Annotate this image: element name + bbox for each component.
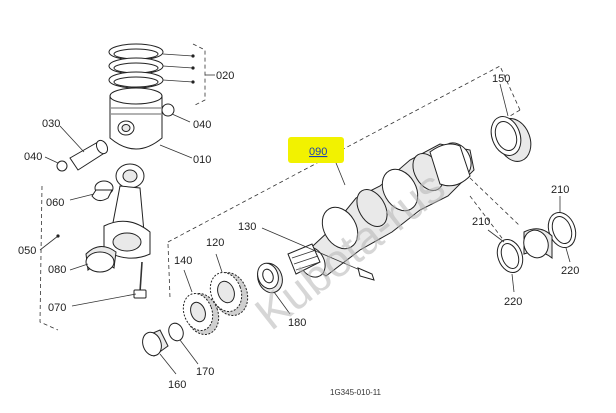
label-070: 070: [48, 302, 66, 314]
conrod-bolt: [133, 261, 147, 299]
crankshaft-box-left: [167, 243, 171, 299]
thrust-washer-set-left: [496, 239, 524, 273]
piston-pin: [69, 139, 109, 171]
label-030: 030: [42, 118, 60, 130]
label-210-right: 210: [551, 184, 569, 196]
drawing-code: 1G345-010-11: [330, 388, 382, 397]
label-130: 130: [238, 221, 256, 233]
o-ring-170: [168, 322, 184, 342]
label-060: 060: [46, 197, 64, 209]
circlip-right: [161, 103, 175, 117]
watermark-text: Kubota-rus: [245, 160, 454, 340]
label-010: 010: [193, 154, 211, 166]
label-080: 080: [48, 264, 66, 276]
label-220-right: 220: [561, 265, 579, 277]
connecting-rod-group: 060 050 080 070: [18, 163, 151, 331]
part-180-collar: [257, 262, 283, 294]
crankshaft-key: [261, 227, 375, 281]
connecting-rod: [103, 163, 151, 259]
label-020: 020: [216, 70, 234, 82]
circlip-left: [56, 160, 68, 172]
label-180: 180: [288, 317, 306, 329]
piston: [109, 87, 163, 150]
conrod-bracket: [39, 185, 59, 331]
piston-group: 020 010 040 030 040: [24, 43, 234, 172]
label-120: 120: [206, 237, 224, 249]
crank-gear-140: [182, 293, 220, 335]
crank-gear-120: [209, 272, 249, 316]
label-210-left: 210: [472, 216, 490, 228]
crankshaft-box-top: [167, 65, 521, 243]
rings-bracket: [192, 43, 206, 107]
label-090[interactable]: 090: [309, 146, 327, 158]
collar-160: [142, 329, 169, 357]
thrust-washer-set-right: [523, 212, 577, 260]
small-end-bushing: [91, 180, 114, 202]
label-160: 160: [168, 379, 186, 391]
label-050: 050: [18, 245, 36, 257]
label-040-right: 040: [193, 119, 211, 131]
crankshaft: [287, 142, 475, 278]
conrod-bearing: [85, 246, 117, 273]
label-150: 150: [492, 73, 510, 85]
label-170: 170: [196, 366, 214, 378]
label-220-left: 220: [504, 296, 522, 308]
part-150-ring: [490, 116, 532, 162]
label-040-left: 040: [24, 151, 42, 163]
piston-rings: [108, 43, 164, 89]
highlight-090: [288, 137, 344, 163]
label-140: 140: [174, 255, 192, 267]
